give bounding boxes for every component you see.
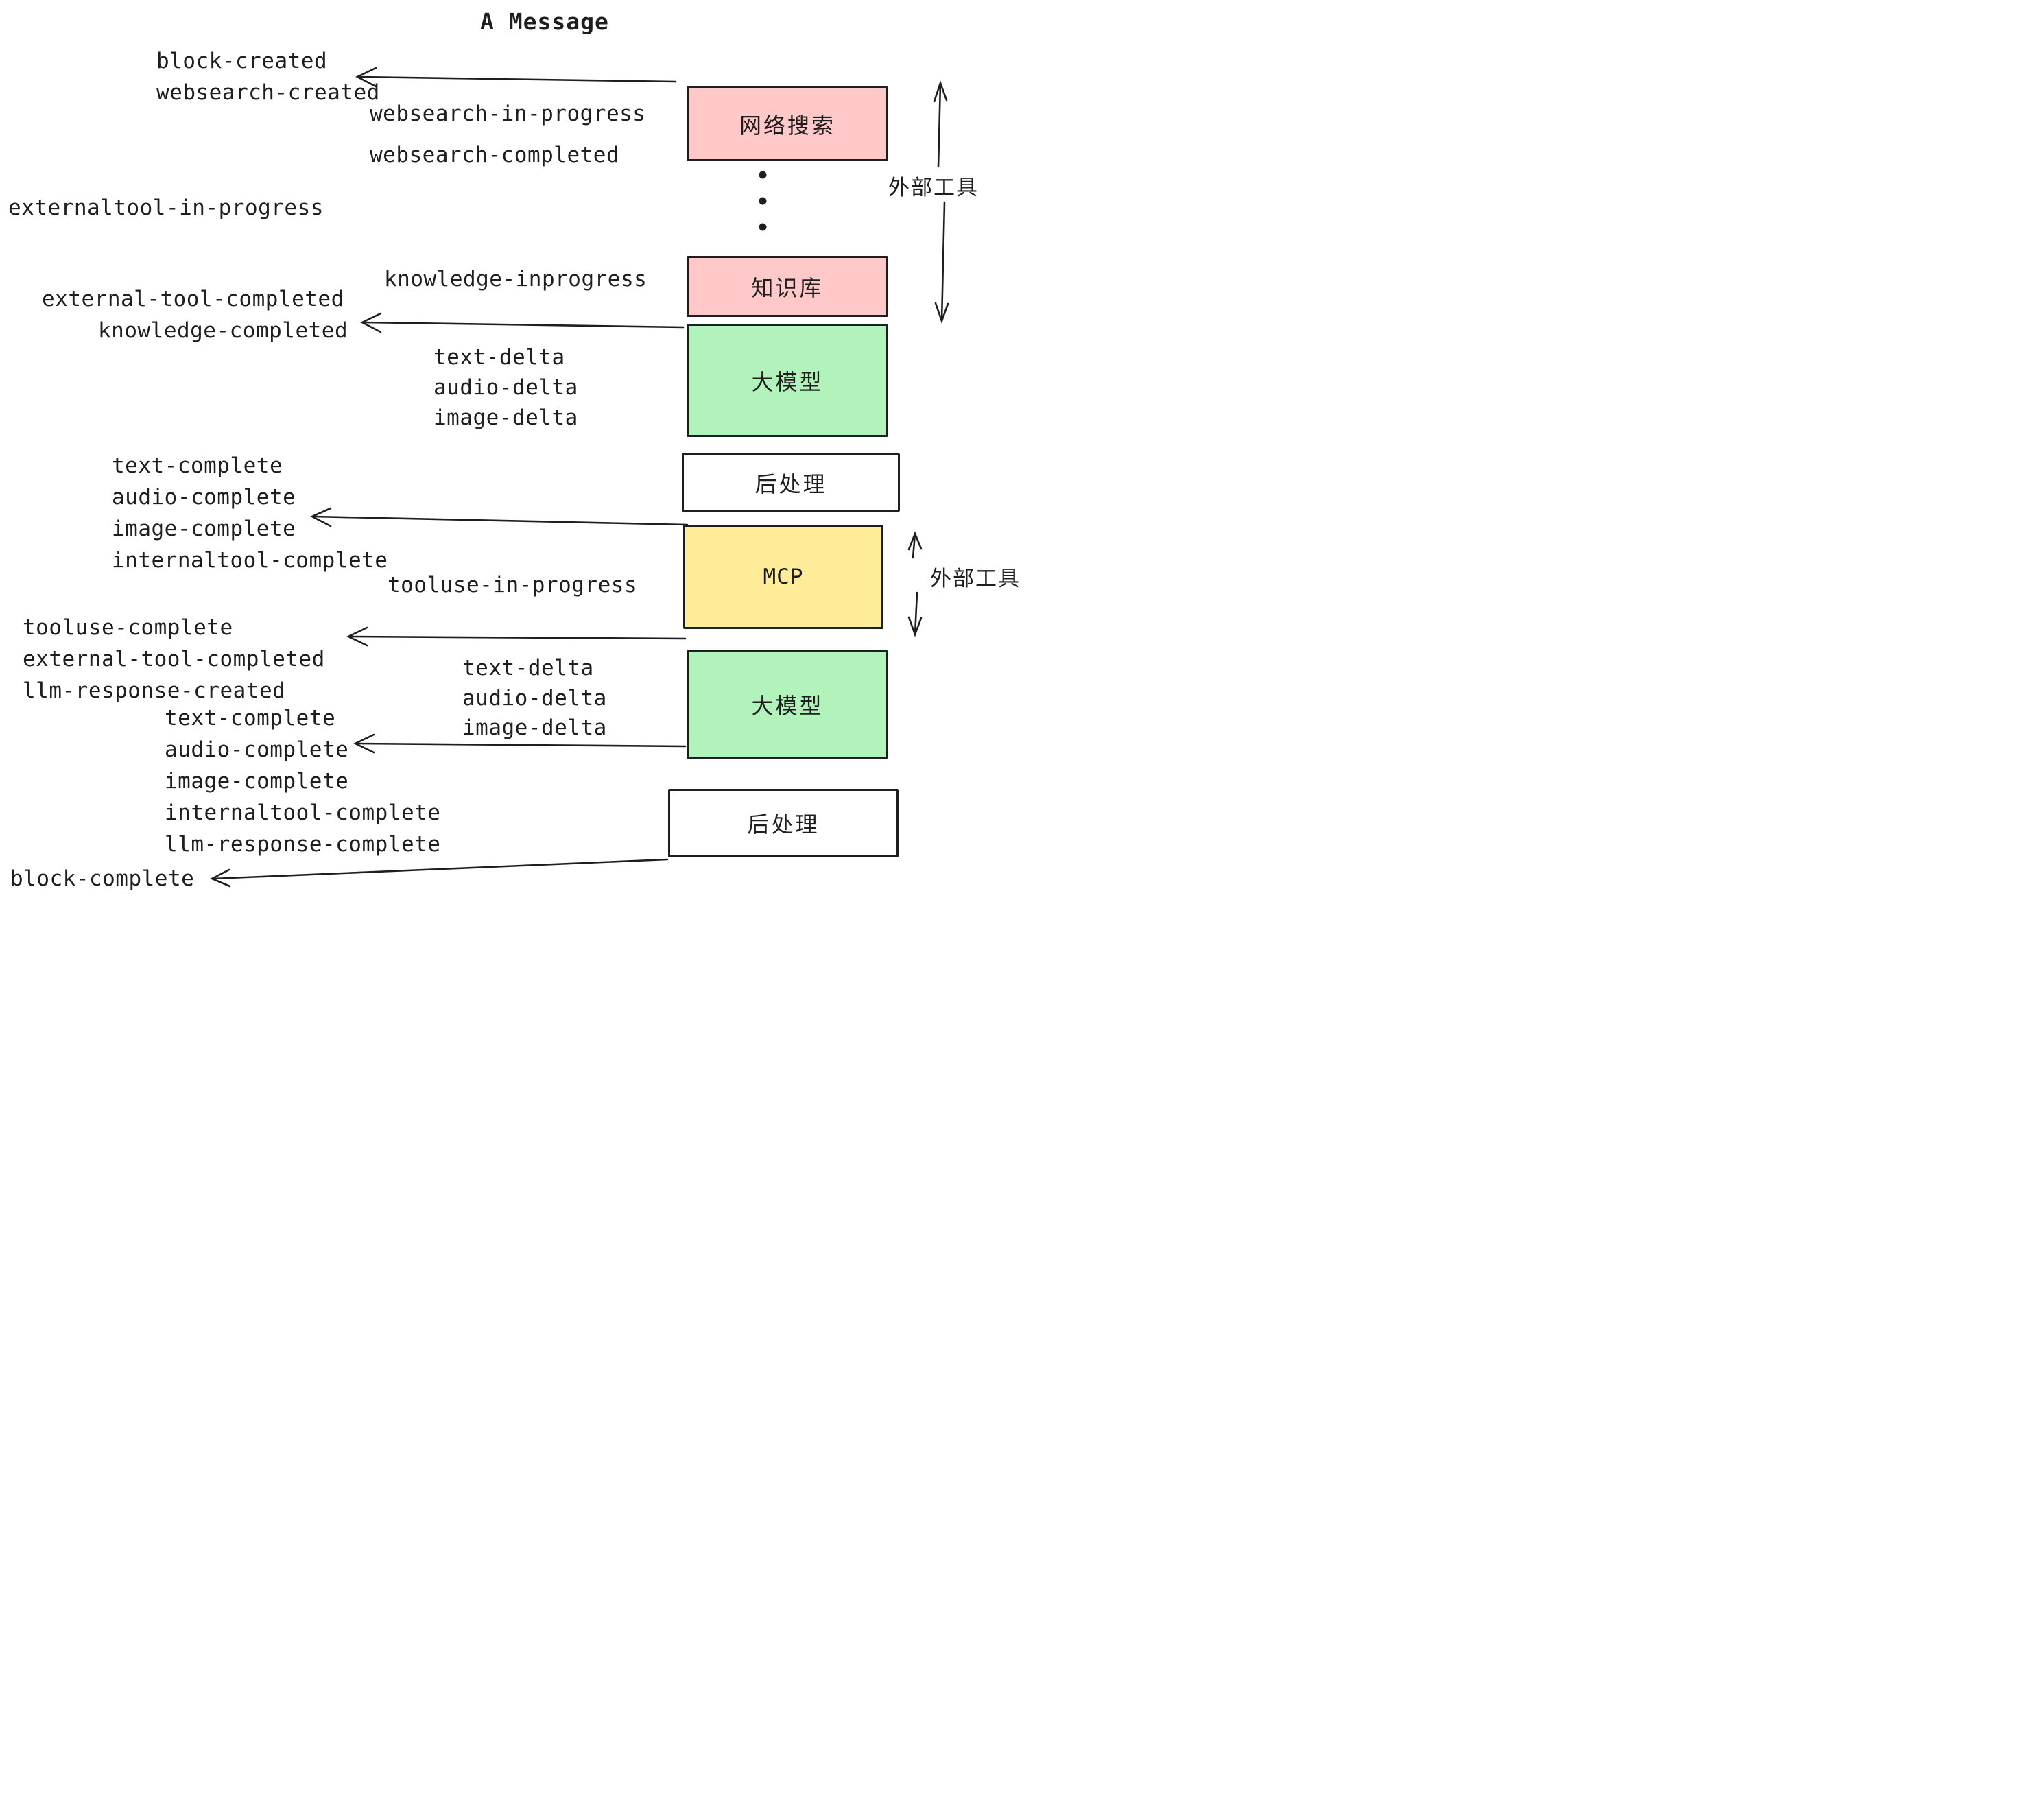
event-audio-complete-2: audio-complete — [165, 737, 349, 762]
event-external-tool-completed: external-tool-completed — [42, 287, 344, 311]
event-text-complete-1: text-complete — [112, 453, 283, 478]
event-audio-delta-2: audio-delta — [462, 686, 607, 711]
event-text-delta-2: text-delta — [462, 656, 594, 680]
box-websearch-label: 网络搜索 — [739, 112, 835, 138]
event-tooluse-in-progress: tooluse-in-progress — [388, 573, 638, 597]
box-knowledge: 知识库 — [687, 256, 888, 317]
event-image-complete-1: image-complete — [112, 517, 296, 541]
box-websearch: 网络搜索 — [687, 86, 888, 161]
annotation-external-tools-top: 外部工具 — [888, 176, 979, 200]
box-mcp: MCP — [683, 525, 883, 629]
event-knowledge-inprogress: knowledge-inprogress — [384, 267, 647, 292]
arrow-to-external-tool-completed — [346, 626, 687, 647]
page-title: A Message — [480, 8, 609, 35]
event-external-tool-completed-2: external-tool-completed — [23, 647, 325, 672]
box-postprocess-2-label: 后处理 — [747, 812, 820, 837]
event-image-complete-2: image-complete — [165, 769, 349, 794]
box-llm-1-label: 大模型 — [751, 369, 824, 394]
diagram-canvas: A Message block-created websearch-create… — [0, 0, 1022, 902]
event-websearch-completed: websearch-completed — [370, 143, 620, 167]
event-internaltool-complete-1: internaltool-complete — [112, 548, 388, 573]
mcp-external-tools-arrow-up — [907, 531, 923, 559]
event-llm-response-complete: llm-response-complete — [165, 832, 441, 857]
event-audio-complete-1: audio-complete — [112, 485, 296, 510]
event-websearch-created: websearch-created — [156, 80, 380, 105]
event-websearch-in-progress: websearch-in-progress — [370, 102, 646, 126]
mcp-external-tools-arrow-down — [907, 591, 923, 637]
arrow-to-image-complete — [310, 507, 689, 527]
event-externaltool-in-progress: externaltool-in-progress — [8, 195, 324, 220]
event-block-complete: block-complete — [10, 866, 195, 891]
event-image-delta-2: image-delta — [462, 715, 607, 740]
event-internaltool-complete-2: internaltool-complete — [165, 800, 441, 825]
annotation-external-tools-bottom: 外部工具 — [930, 567, 1021, 591]
ellipsis-dots — [759, 171, 767, 231]
arrow-to-knowledge-completed — [360, 312, 685, 333]
event-llm-response-created: llm-response-created — [23, 678, 286, 703]
external-tools-span-arrow-up — [933, 80, 948, 168]
event-audio-delta-1: audio-delta — [433, 375, 578, 400]
event-image-delta-1: image-delta — [433, 405, 578, 430]
box-postprocess-1-label: 后处理 — [754, 471, 827, 497]
event-knowledge-completed: knowledge-completed — [98, 318, 348, 343]
event-tooluse-complete: tooluse-complete — [23, 615, 233, 640]
box-llm-1: 大模型 — [687, 324, 888, 437]
external-tools-span-arrow-down — [934, 201, 949, 324]
box-knowledge-label: 知识库 — [751, 275, 824, 300]
box-llm-2: 大模型 — [687, 650, 888, 759]
box-llm-2-label: 大模型 — [751, 693, 824, 718]
arrow-to-block-complete — [209, 858, 669, 888]
event-text-delta-1: text-delta — [433, 345, 565, 370]
event-text-complete-2: text-complete — [165, 706, 336, 731]
box-postprocess-1: 后处理 — [682, 453, 900, 512]
box-mcp-label: MCP — [763, 565, 804, 589]
event-block-created: block-created — [156, 49, 328, 73]
arrow-to-websearch-created — [355, 67, 677, 88]
box-postprocess-2: 后处理 — [668, 789, 899, 857]
